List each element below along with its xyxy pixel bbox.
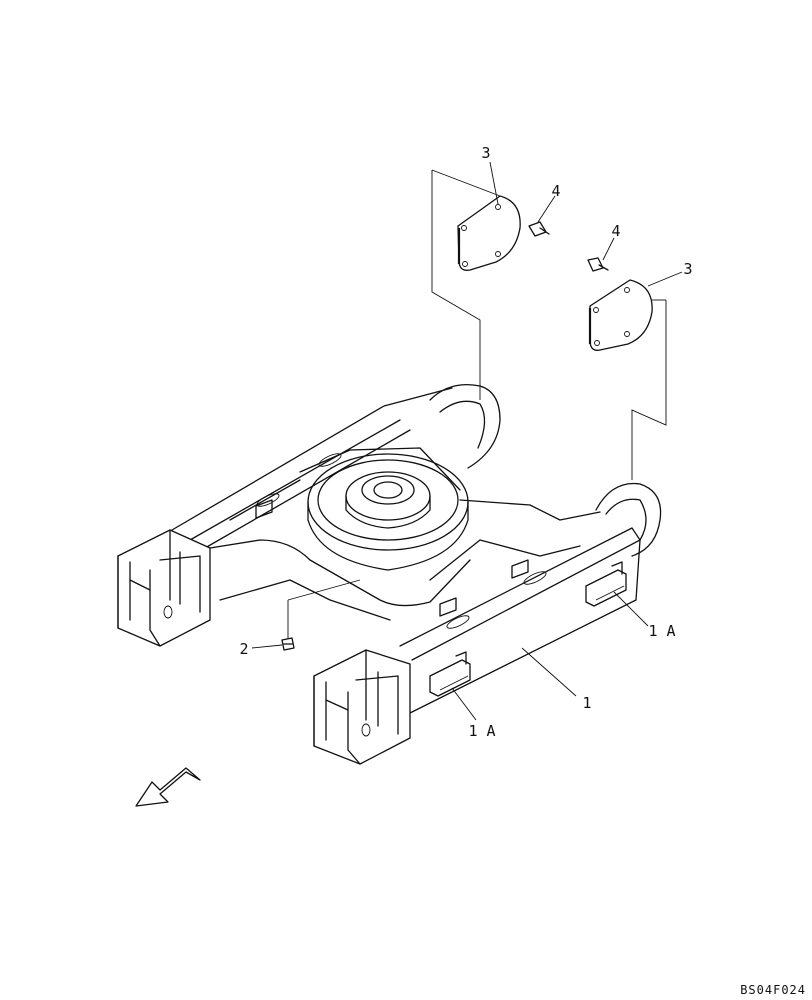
label-cover-left: 3 (481, 144, 490, 162)
frame-end-right (313, 649, 411, 765)
label-leaders (251, 161, 683, 721)
label-bolt-left: 4 (551, 182, 560, 200)
bolt-left (528, 221, 550, 237)
label-frame: 1 (582, 694, 591, 712)
label-frame-detail-front: 1 A (468, 722, 495, 740)
cover-plate-right (588, 279, 653, 351)
bracket-1a-rear (585, 561, 627, 607)
track-frame (171, 383, 662, 715)
frame-end-left (117, 529, 211, 647)
bracket-1a-front (429, 651, 471, 697)
drawing-code: BS04F024 (740, 983, 806, 997)
direction-arrow-icon (135, 767, 201, 807)
drain-plug (281, 637, 295, 651)
cover-plate-left (457, 195, 521, 271)
label-drain-plug: 2 (239, 640, 248, 658)
label-frame-detail-rear: 1 A (648, 622, 675, 640)
bolt-right (587, 257, 609, 272)
label-bolt-right: 4 (611, 222, 620, 240)
label-cover-right: 3 (683, 260, 692, 278)
swing-bearing (307, 453, 469, 571)
assembly-leaders (287, 169, 667, 640)
